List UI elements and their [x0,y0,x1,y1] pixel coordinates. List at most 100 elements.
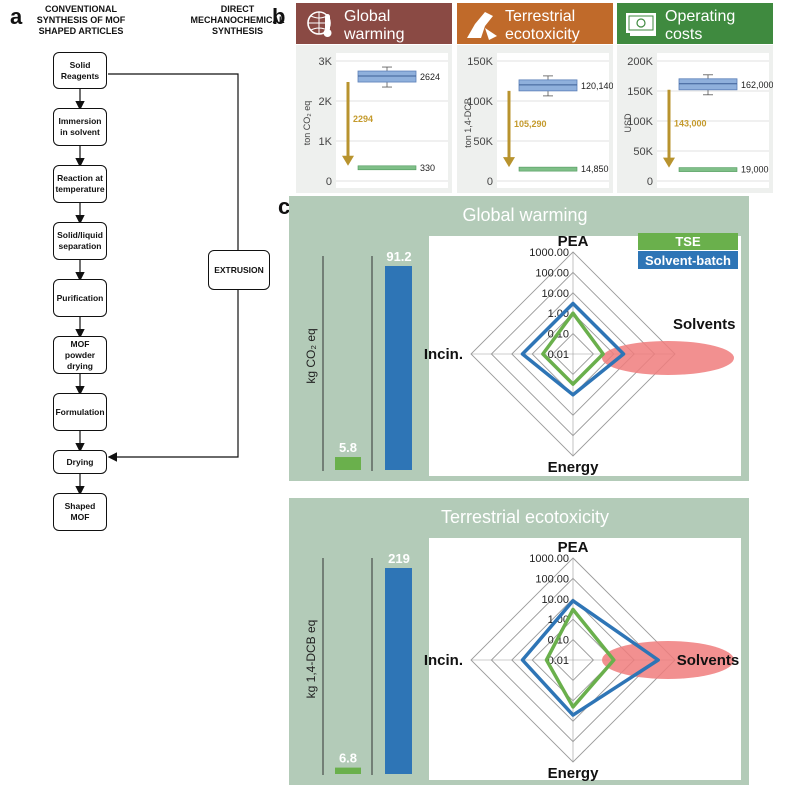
tick-label: 50K [473,136,493,148]
radar-axis-top: PEA [558,233,589,250]
direct-column-title: DIRECT MECHANOCHEMICAL SYNTHESIS [190,4,285,36]
radar-axis-right: Solvents [677,652,740,669]
panel-label-c: c [278,194,291,219]
tse-value-label: 19,000 [741,165,769,175]
tse-value-label: 14,850 [581,164,609,174]
reduction-label: 2294 [353,114,373,124]
block-title: Terrestrial ecotoxicity [441,507,609,527]
extrusion-step: EXTRUSION [208,250,270,290]
impact-comparison-2: Terrestrial ecotoxicity kg 1,4-DCB eq 6.8 2… [289,498,749,785]
tse-box [357,165,417,171]
radar-scale-label: 10.00 [541,594,569,606]
chart-title-line2: costs [665,26,702,43]
y-axis-label: USD [623,113,633,133]
panel-label-b: b [272,4,286,29]
legend-solvent-batch-label: Solvent-batch [645,253,731,268]
tick-label: 0 [487,176,493,188]
tick-label: 150K [627,86,653,98]
reduction-arrowhead [342,155,354,166]
flow-step: Shaped MOF [53,493,107,531]
tse-bar-label: 6.8 [339,751,357,766]
batch-bar [385,568,412,774]
tse-box [518,166,578,172]
radar-axis-left: Incin. [424,652,463,669]
flow-step: Solid/liquid separation [53,222,107,260]
excavator-icon [467,12,497,40]
tick-label: 150K [467,56,493,68]
batch-value-label: 162,000 [741,80,773,90]
solvents-highlight [602,641,734,679]
flow-connectors [75,73,239,496]
batch-bar-label: 91.2 [386,249,411,264]
tick-label: 0 [647,176,653,188]
plot-area [657,53,769,188]
tick-label: 1K [319,136,333,148]
flow-step: MOF powder drying [53,336,107,374]
radar-scale-label: 1000.00 [529,247,569,259]
legend-tse [638,233,738,250]
tse-value-label: 330 [420,163,435,173]
tick-label: 0 [326,176,332,188]
bar-y-label: kg 1,4-DCB eq [304,620,318,699]
radar-scale-label: 100.00 [535,573,569,585]
chart-title-line1: Operating [665,8,735,25]
thermometer-globe-icon [307,11,332,37]
radar-series-solvent-batch [520,301,626,397]
radar-scale-label: 10.00 [541,288,569,300]
chart-title-line2: warming [343,26,404,43]
flow-step: Immersion in solvent [53,108,107,146]
radar-axis-left: Incin. [424,346,463,363]
bar-y-label: kg CO₂ eq [304,328,318,383]
tick-label: 2K [319,96,333,108]
money-icon [626,13,656,36]
batch-bar-label: 219 [388,551,410,566]
batch-value-label: 120,140 [581,81,613,91]
reduction-label: 143,000 [674,119,707,129]
tse-box [678,167,738,172]
tse-bar [335,457,361,470]
reduction-arrowhead [663,157,675,168]
tick-label: 100K [467,96,493,108]
flow-step: Solid Reagents [53,52,107,89]
chart-title-line1: Global [344,8,390,25]
impact-comparison-1: Global warming kg CO₂ eq 5.8 91.2 1000.00 100… [289,196,749,481]
flow-step: Drying [53,450,107,474]
chart-title-line2: ecotoxicity [505,26,580,43]
reduction-arrowhead [503,157,515,168]
legend-tse-label: TSE [675,234,701,249]
chart-title-line1: Terrestrial [505,8,575,25]
radar-series-solvent-batch [520,599,660,717]
tse-bar-label: 5.8 [339,440,357,455]
conventional-column-title: CONVENTIONAL SYNTHESIS OF MOF SHAPED ART… [36,4,126,36]
legend-solvent-batch [638,251,738,269]
panel-label-a: a [10,4,23,29]
flow-step: Purification [53,279,107,317]
block-title: Global warming [462,205,587,225]
radar-axis-top: PEA [558,539,589,556]
y-axis-label: ton CO₂ eq [302,101,312,146]
solvents-highlight [602,341,734,375]
flow-step: Reaction at temperature [53,165,107,203]
y-axis-label: ton 1,4-DCB [463,98,473,148]
tse-bar [335,767,361,774]
tick-label: 200K [627,56,653,68]
tick-label: 100K [627,116,653,128]
radar-scale-label: 1000.00 [529,553,569,565]
radar-axis-right: Solvents [673,316,736,333]
radar-axis-bottom: Energy [548,765,600,782]
batch-value-label: 2624 [420,72,440,82]
radar-scale-label: 0.01 [548,655,569,667]
tick-label: 50K [633,146,653,158]
flow-step: Formulation [53,393,107,431]
radar-series-tse [541,311,605,386]
tick-label: 3K [319,56,333,68]
radar-scale-label: 100.00 [535,267,569,279]
reduction-label: 105,290 [514,119,547,129]
batch-bar [385,266,412,470]
radar-axis-bottom: Energy [548,459,600,476]
radar-scale-label: 0.01 [548,349,569,361]
radar-series-tse [544,607,616,709]
